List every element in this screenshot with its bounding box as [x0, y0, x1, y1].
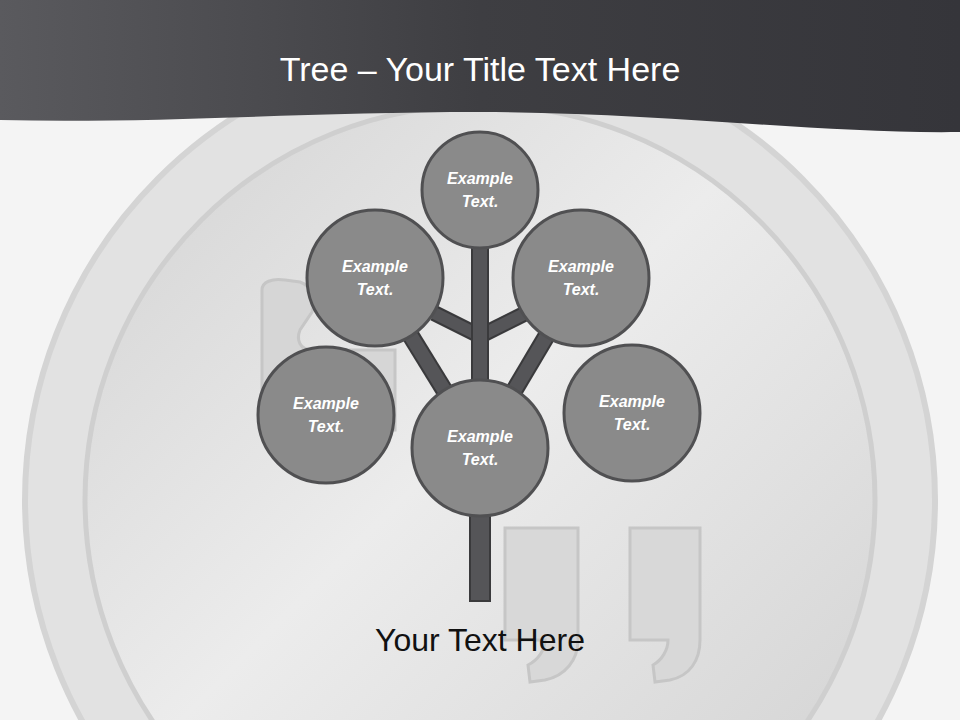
- tree-circle: Example Text.: [410, 378, 550, 518]
- branch-stroke: [471, 248, 489, 380]
- branch-stroke: [411, 336, 445, 390]
- branch-stroke: [515, 336, 547, 389]
- branch-stroke: [473, 248, 487, 380]
- tree-circle: Example Text.: [305, 208, 445, 348]
- circle-shape: [511, 208, 651, 348]
- circle-outline: [422, 132, 538, 248]
- caption-text: Your Text Here: [0, 622, 960, 659]
- circle-outline: [307, 210, 443, 346]
- branch-stroke: [411, 336, 445, 390]
- quote-mark: [630, 528, 700, 682]
- tree-branch: [480, 248, 481, 380]
- tree-circle: Example Text.: [511, 208, 651, 348]
- node-label: Example Text.: [284, 392, 368, 438]
- quote-mark: [505, 528, 578, 682]
- tree-branch: [411, 336, 445, 390]
- circle-shape: [256, 345, 396, 485]
- tree-circle: Example Text.: [562, 343, 702, 483]
- trunk: [470, 515, 490, 601]
- tree-circle: Example Text.: [420, 130, 540, 250]
- branch-stroke: [515, 336, 547, 389]
- tree-branch: [515, 336, 547, 389]
- slide-title: Tree – Your Title Text Here: [0, 50, 960, 89]
- node-label: Example Text.: [590, 390, 674, 436]
- circle-outline: [513, 210, 649, 346]
- node-label: Example Text.: [438, 425, 522, 471]
- circle-outline: [564, 345, 700, 481]
- medallion-outer: [25, 45, 935, 720]
- circle-shape: [420, 130, 540, 250]
- circle-shape: [410, 378, 550, 518]
- circle-outline: [258, 347, 394, 483]
- circle-outline: [412, 380, 548, 516]
- circle-shape: [562, 343, 702, 483]
- node-label: Example Text.: [438, 167, 522, 213]
- node-label: Example Text.: [539, 255, 623, 301]
- circle-shape: [305, 208, 445, 348]
- node-label: Example Text.: [333, 255, 417, 301]
- header-band: [0, 0, 960, 132]
- tree-circle: Example Text.: [256, 345, 396, 485]
